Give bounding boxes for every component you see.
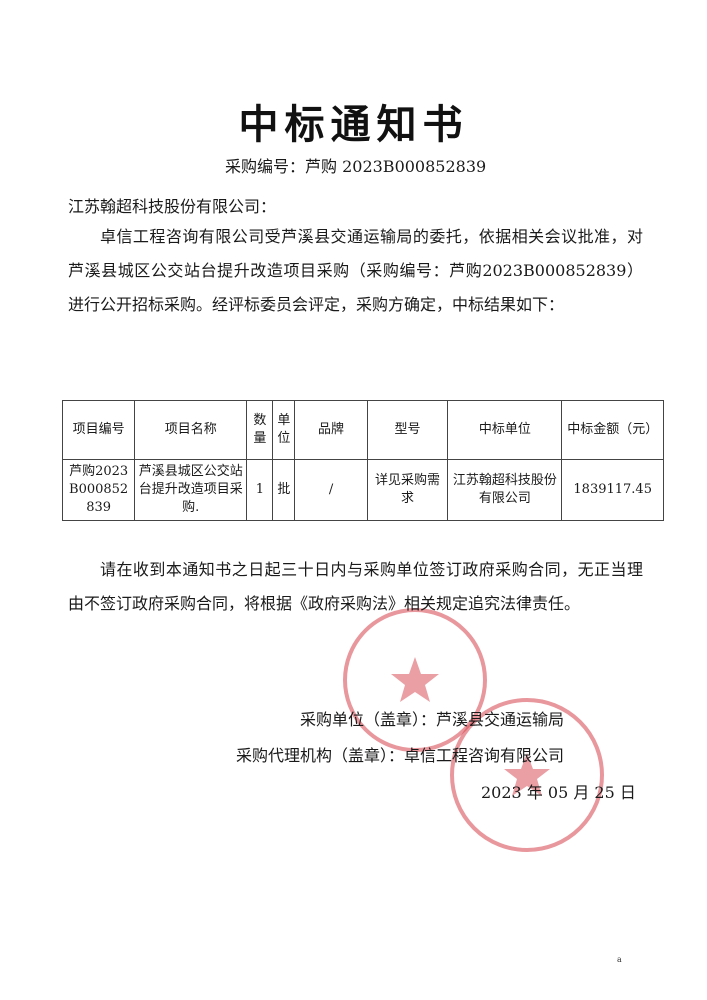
notice-paragraph-1: 卓信工程咨询有限公司受芦溪县交通运输局的委托，依据相关会议批准，对芦溪县城区公交…	[68, 227, 643, 314]
table-row: 芦购2023B000852839 芦溪县城区公交站台提升改造项目采购. 1 批 …	[61, 459, 664, 521]
cell-winner: 江苏翰超科技股份有限公司	[447, 459, 563, 521]
header-brand: 品牌	[294, 400, 368, 460]
seal-stamp-agent	[450, 698, 604, 852]
issue-date: 2023 年 05 月 25 日	[481, 783, 636, 802]
header-item-no: 项目编号	[61, 400, 136, 460]
cell-quantity: 1	[246, 459, 274, 521]
header-amount: 中标金额（元）	[561, 400, 664, 460]
footer-mark: a	[617, 955, 622, 964]
header-unit: 单位	[272, 400, 296, 460]
header-model: 型号	[366, 400, 449, 460]
procurement-number: 采购编号：芦购 2023B000852839	[225, 157, 487, 176]
cell-brand: /	[294, 459, 368, 521]
cell-unit: 批	[272, 459, 296, 521]
notice-paragraph-2: 请在收到本通知书之日起三十日内与采购单位签订政府采购合同，无正当理由不签订政府采…	[68, 560, 643, 613]
award-result-table: 项目编号 项目名称 数量 单位 品牌 型号 中标单位 中标金额（元） 芦购202…	[61, 400, 664, 521]
table-header-row: 项目编号 项目名称 数量 单位 品牌 型号 中标单位 中标金额（元）	[61, 400, 664, 460]
cell-item-no: 芦购2023B000852839	[61, 459, 136, 521]
cell-item-name: 芦溪县城区公交站台提升改造项目采购.	[134, 459, 248, 521]
document-title: 中标通知书	[238, 102, 469, 148]
header-quantity: 数量	[246, 400, 274, 460]
header-item-name: 项目名称	[134, 400, 248, 460]
signature-purchaser: 采购单位（盖章）：芦溪县交通运输局	[300, 710, 565, 729]
header-winner: 中标单位	[447, 400, 563, 460]
addressee: 江苏翰超科技股份有限公司：	[68, 197, 277, 216]
cell-amount: 1839117.45	[561, 459, 664, 521]
cell-model: 详见采购需求	[366, 459, 449, 521]
signature-agent: 采购代理机构（盖章）：卓信工程咨询有限公司	[236, 746, 565, 765]
seal-stamp-purchaser	[343, 608, 487, 752]
